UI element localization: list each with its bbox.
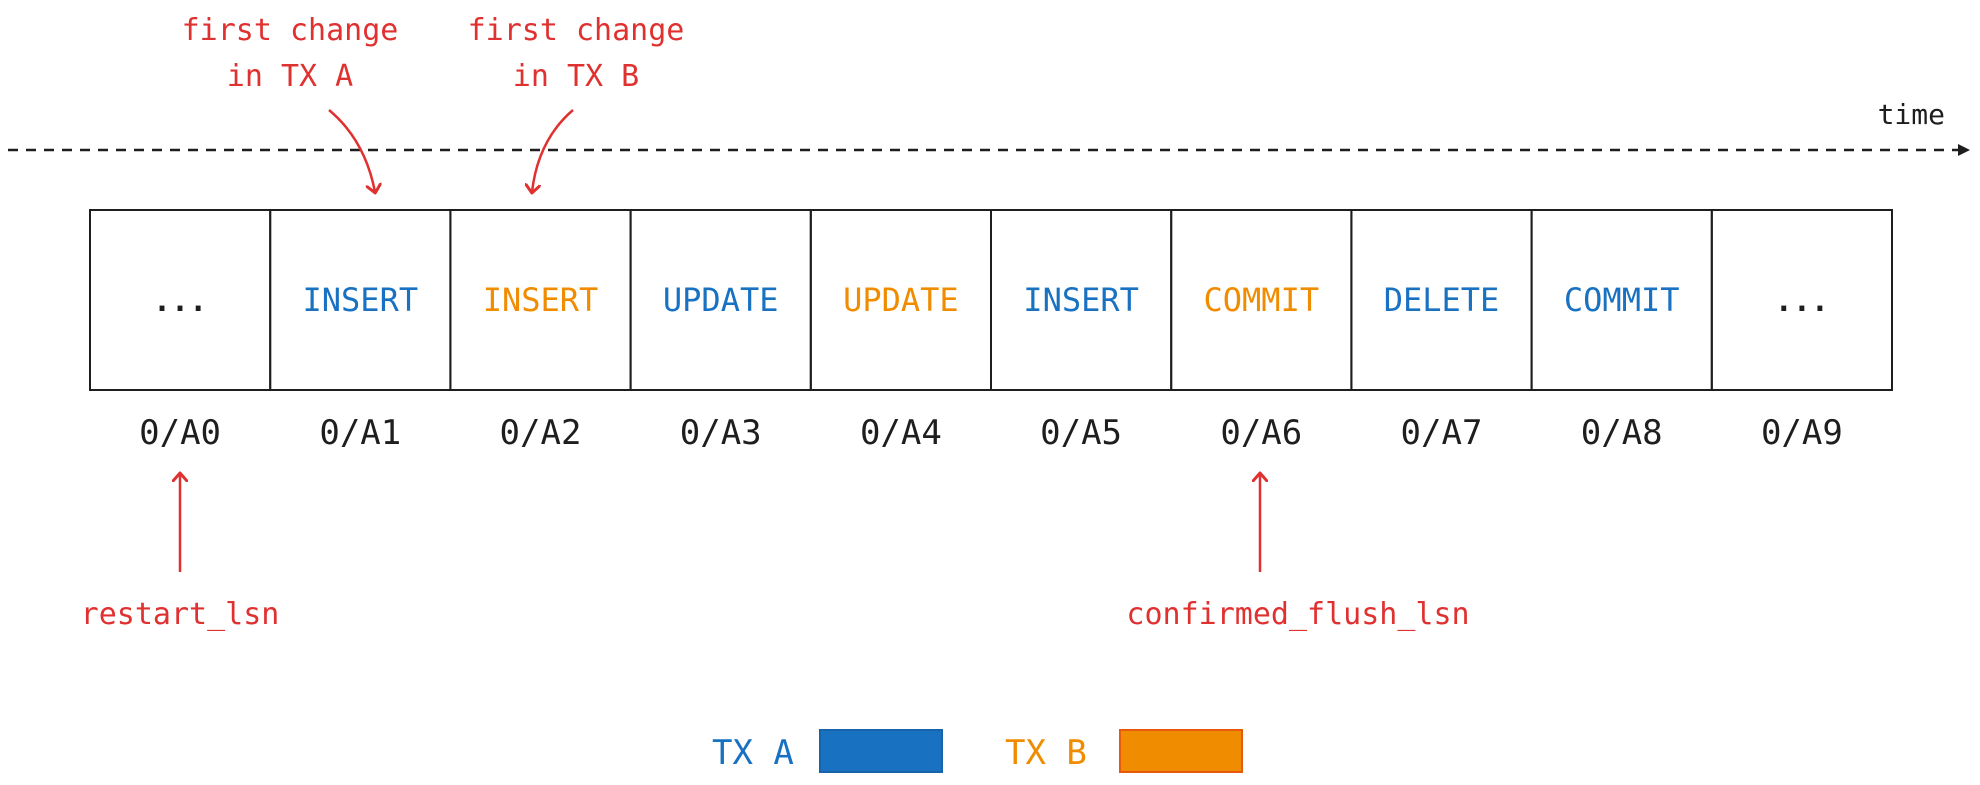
wal-record-operation: UPDATE [663, 281, 779, 319]
confirmed-flush-lsn-label: confirmed_flush_lsn [1126, 597, 1469, 632]
restart-lsn-label: restart_lsn [81, 597, 280, 632]
wal-record-lsn: 0/A4 [860, 413, 942, 453]
wal-record-cell: ... 0/A9 [1710, 209, 1894, 453]
wal-record-cell: DELETE 0/A7 [1350, 209, 1533, 453]
wal-record-operation: UPDATE [843, 281, 959, 319]
timeline-label: time [1878, 98, 1945, 131]
wal-record-cell: INSERT 0/A1 [269, 209, 452, 453]
first-change-a-arrow [328, 109, 375, 192]
wal-record-operation: INSERT [1023, 281, 1139, 319]
wal-record-cell: COMMIT 0/A6 [1170, 209, 1353, 453]
wal-record-operation: ... [153, 284, 207, 319]
wal-record-cell: INSERT 0/A5 [990, 209, 1173, 453]
wal-record-lsn: 0/A2 [500, 413, 582, 453]
wal-record-operation: DELETE [1384, 281, 1500, 319]
wal-record-cell: UPDATE 0/A4 [809, 209, 992, 453]
wal-record-lsn: 0/A9 [1761, 413, 1843, 453]
wal-record-cell: UPDATE 0/A3 [629, 209, 812, 453]
wal-record-operation: ... [1775, 284, 1829, 319]
first-change-a-line2: in TX A [227, 59, 353, 94]
first-change-b-line1: first change [468, 13, 685, 48]
wal-record-lsn: 0/A8 [1581, 413, 1663, 453]
wal-record-cell: ... 0/A0 [89, 209, 272, 453]
wal-record-lsn: 0/A5 [1040, 413, 1122, 453]
wal-record-operation: COMMIT [1204, 281, 1320, 319]
legend-tx-b-swatch [1119, 729, 1243, 773]
wal-record-lsn: 0/A6 [1220, 413, 1302, 453]
legend-tx-a-swatch [819, 729, 943, 773]
wal-record-operation: COMMIT [1564, 281, 1680, 319]
first-change-b-line2: in TX B [513, 59, 639, 94]
legend-tx-b-label: TX B [1005, 733, 1087, 773]
wal-record-cell: INSERT 0/A2 [449, 209, 632, 453]
wal-record-lsn: 0/A7 [1401, 413, 1483, 453]
legend-tx-a-label: TX A [712, 733, 794, 773]
wal-record-strip: ...0/A0INSERT0/A1INSERT0/A2UPDATE0/A3UPD… [89, 209, 1894, 453]
legend: TX A TX B [712, 729, 1243, 773]
first-change-a-line1: first change [182, 13, 399, 48]
wal-record-lsn: 0/A3 [680, 413, 762, 453]
wal-record-box [1710, 209, 1894, 391]
first-change-b-arrow [532, 109, 574, 192]
wal-record-lsn: 0/A0 [139, 413, 221, 453]
wal-record-operation: INSERT [483, 281, 599, 319]
wal-record-cell: COMMIT 0/A8 [1530, 209, 1713, 453]
wal-record-operation: INSERT [303, 281, 419, 319]
wal-record-lsn: 0/A1 [319, 413, 401, 453]
